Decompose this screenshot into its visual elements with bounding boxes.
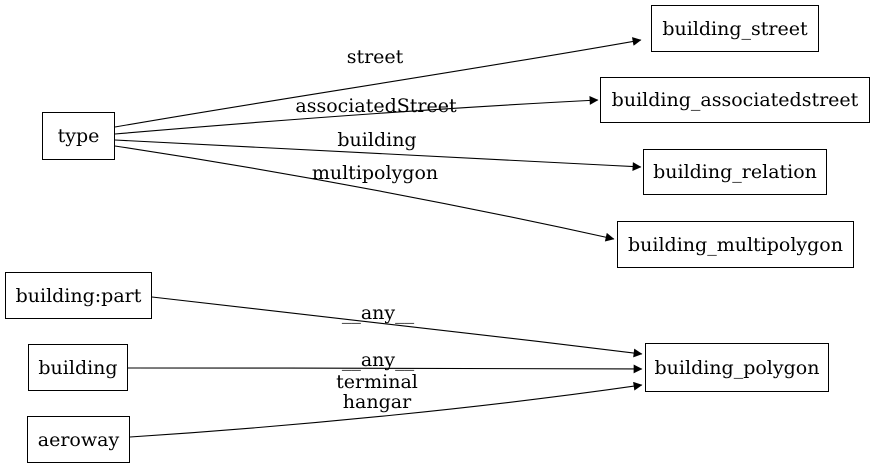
edge-label-any-buildingpart: __any__ [341,302,415,324]
edge-label-any-building: __any__ [341,349,415,371]
edge-label-terminal-hangar: terminal hangar [336,371,418,413]
node-building-street: building_street [651,5,819,52]
node-building-associatedstreet: building_associatedstreet [600,77,870,123]
node-type: type [42,112,115,160]
edge-buildingpart-building-polygon [151,296,643,358]
edge-type-building-street [114,37,642,128]
node-building-multipolygon: building_multipolygon [617,221,854,268]
edge-type-building-associatedstreet [114,96,599,135]
edge-building-building-polygon [127,364,643,374]
node-building: building [28,344,128,391]
edge-aeroway-building-polygon [129,381,643,438]
edge-label-building: building [337,129,417,151]
edge-label-multipolygon: multipolygon [311,162,439,184]
edge-type-building-multipolygon [114,145,615,242]
edge-label-street: street [346,46,404,68]
node-building-polygon: building_polygon [645,343,829,392]
node-building-relation: building_relation [643,149,827,195]
edge-label-associatedstreet: associatedStreet [295,95,457,117]
node-aeroway: aeroway [27,416,130,463]
node-building-part: building:part [5,272,152,319]
